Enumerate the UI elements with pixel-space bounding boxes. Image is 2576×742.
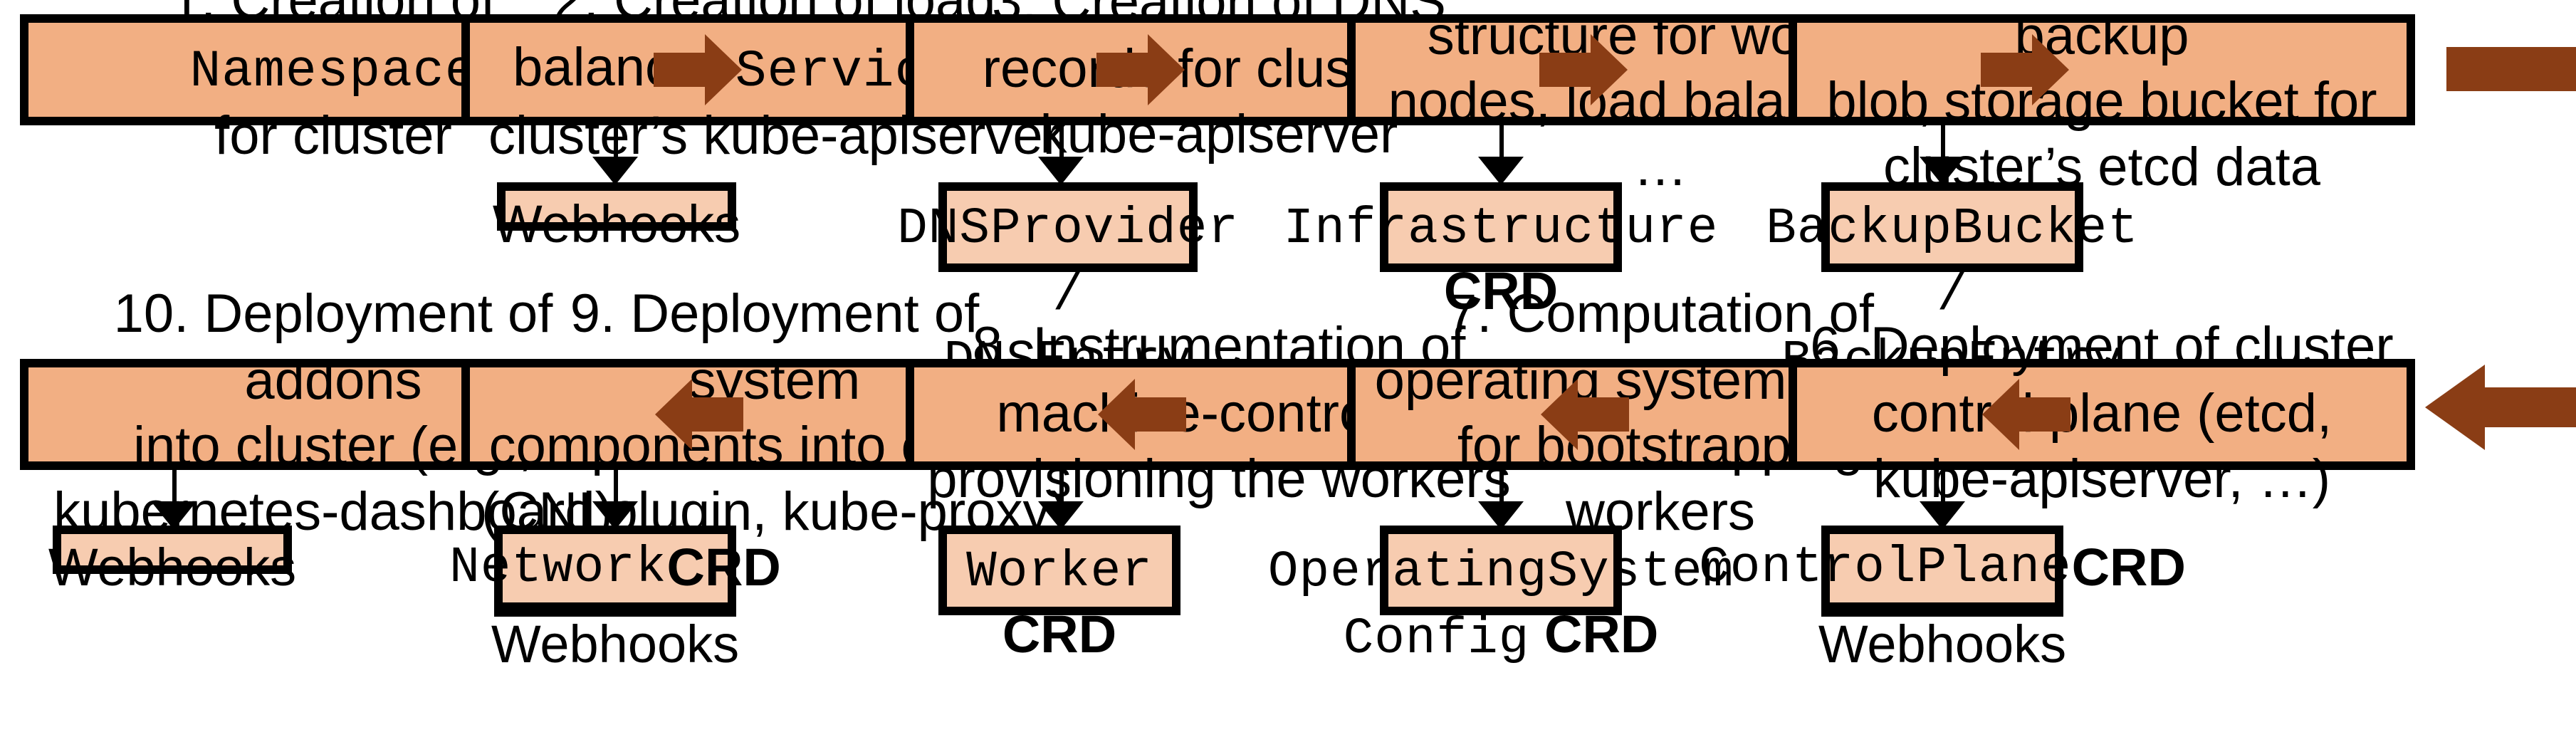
sub-box-step-6[interactable]: ControlPlane CRD Webhooks	[1699, 526, 2186, 674]
step-5-text: 5. Preparation of backup blob storage bu…	[1826, 0, 2377, 199]
flow-arrow-8-to-9	[1098, 379, 1186, 450]
sub-box-step-5[interactable]: BackupBucket / BackupEntry CRD	[1766, 182, 2138, 453]
sub-cell-network-crd: Network CRD	[449, 538, 781, 597]
arrowhead-icon	[592, 157, 638, 185]
step-1-text: 1. Creation of Namespace for cluster	[170, 0, 496, 167]
sub-box-step-3[interactable]: DNSProvider / DNSEntry CRD	[897, 182, 1238, 453]
connector-step-4-to-sub	[1499, 125, 1504, 160]
flow-arrow-9-to-10	[655, 379, 743, 450]
arrowhead-icon	[592, 501, 638, 530]
sub-cell-controlplane-crd: ControlPlane CRD	[1699, 538, 2186, 597]
sub-cell-webhooks: Webhooks	[492, 195, 741, 254]
arrowhead-icon	[1038, 501, 1084, 530]
connector-step-5-to-sub	[1941, 125, 1945, 160]
connector-step-6-to-sub	[1941, 470, 1945, 504]
sub-box-step-7[interactable]: OperatingSystem Config CRD	[1268, 526, 1733, 667]
connector-step-7-to-sub	[1499, 470, 1504, 504]
sub-box-step-2[interactable]: Webhooks	[493, 182, 740, 254]
sub-cell-webhooks: Webhooks	[48, 538, 297, 597]
sub-box-step-8[interactable]: Worker CRD	[938, 526, 1180, 663]
arrowhead-icon	[1920, 157, 1965, 185]
sub-box-step-10[interactable]: Webhooks	[48, 526, 296, 597]
flow-arrow-5-to-6-horizontal-top	[2446, 47, 2576, 91]
arrowhead-icon	[1478, 157, 1524, 185]
sub-cell-webhooks: Webhooks	[491, 602, 739, 681]
flow-arrow-3-to-4	[1539, 34, 1628, 105]
sub-cell-osc-crd: OperatingSystem Config CRD	[1267, 543, 1734, 668]
flow-arrow-1-to-2	[654, 34, 742, 105]
connector-step-8-to-sub	[1059, 470, 1064, 504]
step-6-text: 6. Deployment of cluster control plane (…	[1810, 318, 2394, 511]
connector-step-10-to-sub	[172, 470, 177, 504]
connector-step-2-to-sub	[614, 125, 618, 160]
arrowhead-icon	[1478, 501, 1524, 530]
arrowhead-icon	[1920, 501, 1965, 530]
arrowhead-icon	[151, 501, 197, 530]
flow-arrow-6-to-7	[1982, 379, 2070, 450]
sub-box-step-9[interactable]: Network CRD Webhooks	[449, 526, 781, 674]
flow-arrow-4-to-5	[1981, 34, 2069, 105]
flow-arrow-5-to-6-horizontal-bottom	[2478, 387, 2576, 427]
sub-cell-webhooks: Webhooks	[1818, 602, 2066, 681]
sub-cell-worker-crd: Worker CRD	[966, 543, 1153, 664]
flow-arrow-7-to-8	[1541, 379, 1629, 450]
step-box-6[interactable]: 6. Deployment of cluster control plane (…	[1789, 318, 2415, 510]
sub-cell-infrastructure-crd: Infrastructure CRD	[1283, 199, 1719, 320]
step-box-5[interactable]: 5. Preparation of backup blob storage bu…	[1789, 0, 2415, 199]
sub-box-step-4[interactable]: Infrastructure CRD	[1284, 182, 1717, 320]
step-9-text: 9. Deployment of system components into …	[481, 285, 1068, 543]
arrowhead-icon	[1038, 157, 1084, 185]
connector-step-3-to-sub	[1059, 125, 1064, 160]
flow-arrow-5-to-6-head	[2425, 365, 2485, 450]
connector-step-9-to-sub	[614, 470, 618, 504]
flow-arrow-2-to-3	[1096, 34, 1185, 105]
